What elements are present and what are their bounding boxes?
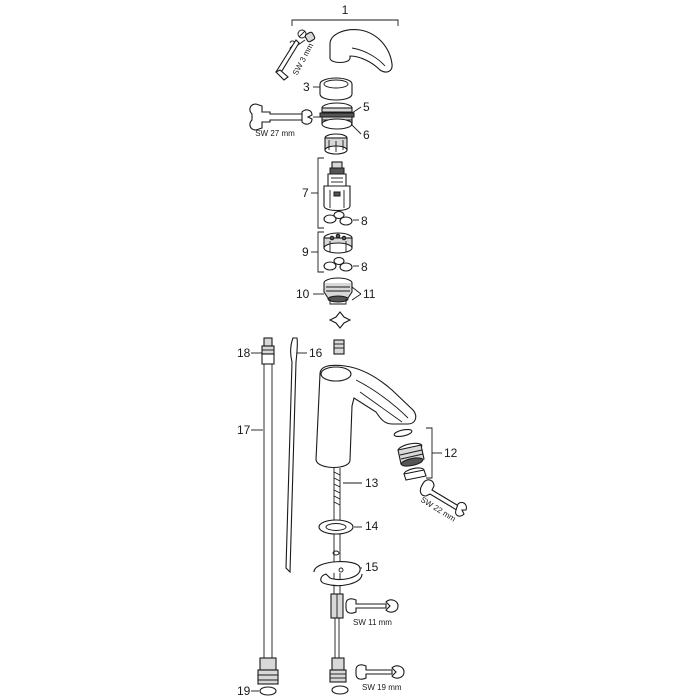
- leader-6: [350, 123, 362, 135]
- flex-hose: [257, 337, 279, 685]
- callout-5: 5: [363, 100, 370, 114]
- spanner-19-tool: [355, 664, 405, 680]
- callout-9: 9: [302, 245, 309, 259]
- callout-18: 18: [237, 346, 251, 360]
- callout-19: 19: [237, 684, 251, 698]
- callout-7: 7: [302, 186, 309, 200]
- spanner-27-tool: [249, 103, 313, 131]
- part-1-bracket: [291, 19, 399, 26]
- leader-5: [351, 106, 362, 114]
- callout-6: 6: [363, 128, 370, 142]
- grub-screw: [304, 31, 316, 43]
- mounting-nut: [330, 593, 344, 619]
- seal-set-upper: [323, 210, 353, 226]
- spanner-22-tool: [419, 479, 467, 517]
- aerator-key: [403, 467, 427, 481]
- spanner-27-label: SW 27 mm: [255, 129, 295, 138]
- hose-connector-right: [329, 657, 347, 683]
- mounting-washer: [318, 519, 354, 535]
- leader-2: [297, 39, 306, 46]
- spanner-11-tool: [345, 598, 399, 614]
- callout-11: 11: [363, 287, 376, 301]
- callout-8-upper: 8: [361, 214, 368, 228]
- part-9-bracket: [311, 231, 324, 273]
- star-gasket: [328, 311, 352, 329]
- horseshoe-plate: [313, 550, 363, 587]
- leader-11: [351, 286, 362, 301]
- hose-guide: [285, 337, 298, 574]
- callout-12: 12: [444, 446, 458, 460]
- callout-13: 13: [365, 476, 379, 490]
- part-12-bracket: [426, 427, 442, 479]
- callout-17: 17: [237, 423, 251, 437]
- callout-1: 1: [342, 3, 349, 17]
- lower-rod: [334, 618, 340, 658]
- callout-15: 15: [365, 560, 379, 574]
- callout-14: 14: [365, 519, 379, 533]
- aerator-washer: [393, 428, 413, 438]
- callout-8-lower: 8: [361, 260, 368, 274]
- hex-key-tool: [275, 29, 307, 81]
- spindle-adapter: [324, 133, 348, 155]
- valve-insert: [323, 232, 353, 254]
- cartridge-nut: [319, 102, 355, 130]
- callout-3: 3: [303, 80, 310, 94]
- spanner-19-label: SW 19 mm: [362, 683, 402, 692]
- gasket-right: [331, 685, 349, 695]
- callout-10: 10: [296, 287, 310, 301]
- spanner-11-label: SW 11 mm: [353, 618, 392, 627]
- aerator: [397, 442, 425, 467]
- lever-handle: [329, 29, 393, 73]
- cover-ring: [319, 77, 353, 101]
- part-7-bracket: [311, 157, 324, 229]
- base-valve: [323, 277, 353, 305]
- callout-16: 16: [309, 346, 323, 360]
- faucet-body: [315, 339, 417, 469]
- cartridge: [323, 161, 351, 212]
- gasket-left: [259, 686, 277, 696]
- seal-set-lower: [323, 256, 353, 272]
